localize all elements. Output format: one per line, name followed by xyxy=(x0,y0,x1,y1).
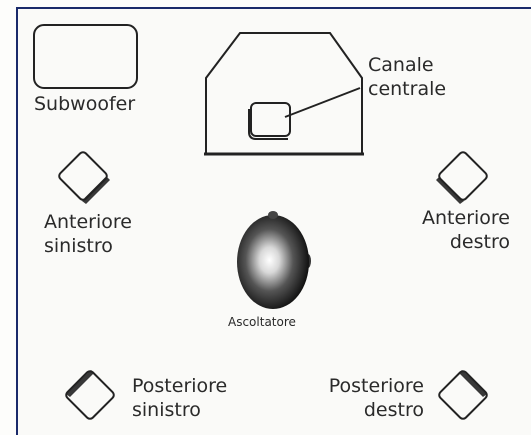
front-right-label-line2: destro xyxy=(449,231,510,253)
front-left-speaker-icon xyxy=(58,151,108,201)
rear-right-label-line2: destro xyxy=(363,399,424,421)
rear-right-speaker-icon xyxy=(438,370,488,420)
rear-right-label: Posteriore destro xyxy=(316,374,424,422)
rear-right-label-line1: Posteriore xyxy=(328,375,424,397)
front-left-label: Anteriore sinistro xyxy=(44,210,132,258)
front-right-speaker-icon xyxy=(438,151,488,201)
rear-left-speaker-icon xyxy=(65,370,115,420)
subwoofer-icon xyxy=(33,24,138,89)
listener-head-icon xyxy=(237,211,311,309)
center-channel-label: Canale centrale xyxy=(368,53,446,101)
tv-icon xyxy=(204,32,364,156)
center-speaker-icon xyxy=(248,102,291,140)
rear-left-label: Posteriore sinistro xyxy=(132,374,227,422)
center-channel-label-line1: Canale xyxy=(368,54,434,76)
rear-left-label-line2: sinistro xyxy=(132,399,201,421)
listener-label: Ascoltatore xyxy=(228,315,296,329)
subwoofer-label: Subwoofer xyxy=(34,93,136,115)
front-left-label-line2: sinistro xyxy=(44,235,113,257)
rear-left-label-line1: Posteriore xyxy=(132,375,228,397)
front-right-label-line1: Anteriore xyxy=(422,207,510,229)
center-pointer-line xyxy=(284,87,361,118)
center-channel-label-line2: centrale xyxy=(368,78,447,100)
front-left-label-line1: Anteriore xyxy=(44,211,132,233)
front-right-label: Anteriore destro xyxy=(412,206,510,254)
